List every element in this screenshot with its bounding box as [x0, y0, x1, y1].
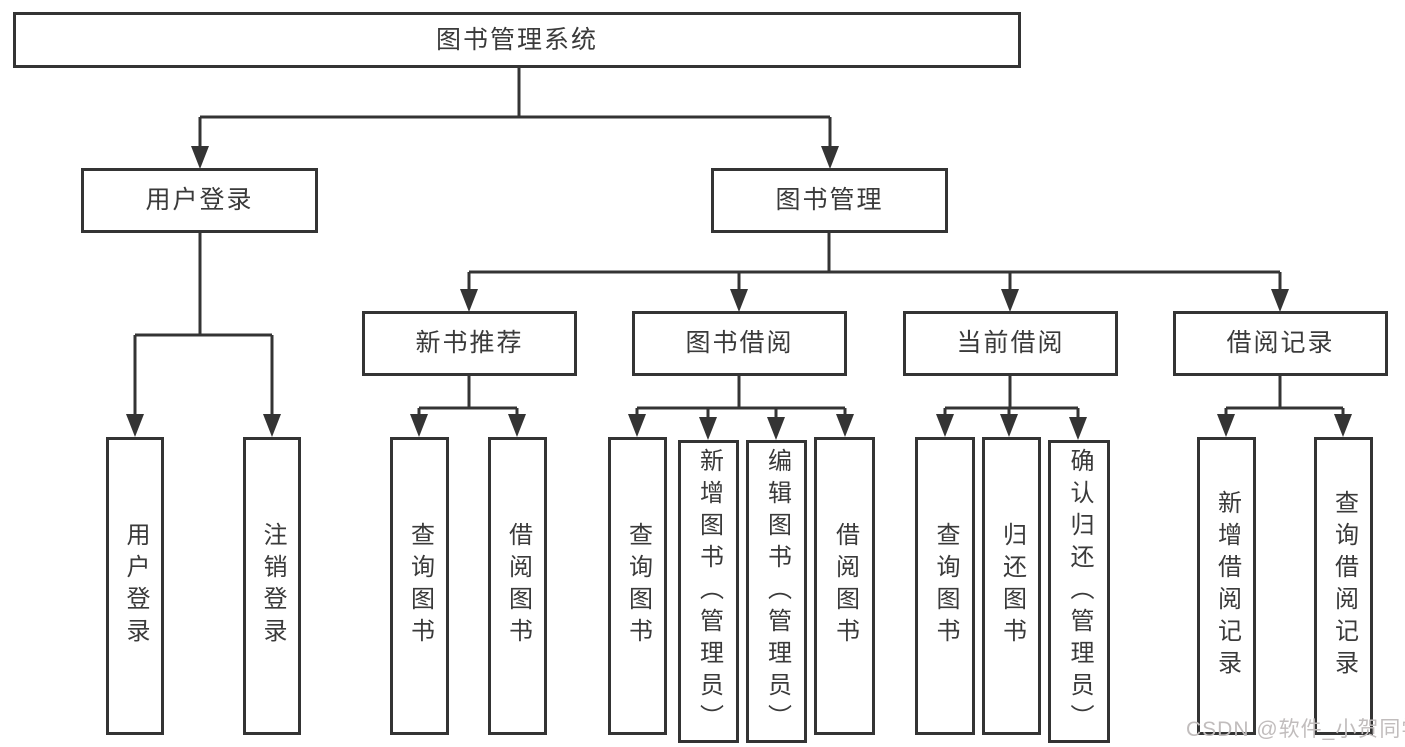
leaf-search-books-current-label: 查询图书: [932, 522, 959, 650]
node-book-borrowing: 图书借阅: [632, 311, 847, 376]
leaf-user-login: 用户登录: [106, 437, 164, 735]
leaf-add-books-admin: 新增图书（管理员）: [678, 440, 739, 743]
leaf-add-borrow-record: 新增借阅记录: [1197, 437, 1256, 735]
node-current-borrowing-label: 当前借阅: [956, 329, 1065, 357]
leaf-search-books-borrowing-label: 查询图书: [624, 522, 652, 650]
leaf-confirm-return-admin: 确认归还（管理员）: [1048, 440, 1110, 743]
node-book-borrowing-label: 图书借阅: [685, 329, 794, 357]
leaf-search-borrow-record-label: 查询借阅记录: [1330, 490, 1358, 682]
node-book-management: 图书管理: [711, 168, 948, 233]
node-root-label: 图书管理系统: [435, 25, 598, 54]
leaf-edit-books-admin-label: 编辑图书（管理员）: [763, 447, 791, 736]
leaf-user-login-label: 用户登录: [122, 522, 149, 650]
watermark: CSDN @软件_小贺同学: [1186, 718, 1405, 741]
leaf-search-books-current: 查询图书: [915, 437, 975, 735]
leaf-add-books-admin-label: 新增图书（管理员）: [695, 447, 723, 736]
leaf-logout-label: 注销登录: [259, 522, 286, 650]
node-user-login: 用户登录: [81, 168, 318, 233]
leaf-edit-books-admin: 编辑图书（管理员）: [746, 440, 807, 743]
leaf-borrow-books-borrowing: 借阅图书: [814, 437, 875, 735]
leaf-search-books-borrowing: 查询图书: [608, 437, 667, 735]
node-borrowing-records-label: 借阅记录: [1226, 329, 1335, 357]
node-user-login-label: 用户登录: [145, 186, 254, 214]
node-borrowing-records: 借阅记录: [1173, 311, 1388, 376]
leaf-borrow-books-recommend: 借阅图书: [488, 437, 547, 735]
node-new-book-recommendation-label: 新书推荐: [415, 329, 524, 357]
node-new-book-recommendation: 新书推荐: [362, 311, 577, 376]
leaf-logout: 注销登录: [243, 437, 301, 735]
node-current-borrowing: 当前借阅: [903, 311, 1118, 376]
node-root: 图书管理系统: [13, 12, 1021, 68]
leaf-borrow-books-recommend-label: 借阅图书: [504, 522, 532, 650]
node-book-management-label: 图书管理: [775, 186, 884, 214]
leaf-borrow-books-borrowing-label: 借阅图书: [831, 522, 859, 650]
leaf-return-books: 归还图书: [982, 437, 1041, 735]
leaf-add-borrow-record-label: 新增借阅记录: [1213, 490, 1241, 682]
leaf-search-borrow-record: 查询借阅记录: [1314, 437, 1373, 735]
leaf-return-books-label: 归还图书: [998, 522, 1026, 650]
leaf-confirm-return-admin-label: 确认归还（管理员）: [1066, 447, 1093, 736]
leaf-search-books-recommend-label: 查询图书: [406, 522, 434, 650]
leaf-search-books-recommend: 查询图书: [390, 437, 449, 735]
